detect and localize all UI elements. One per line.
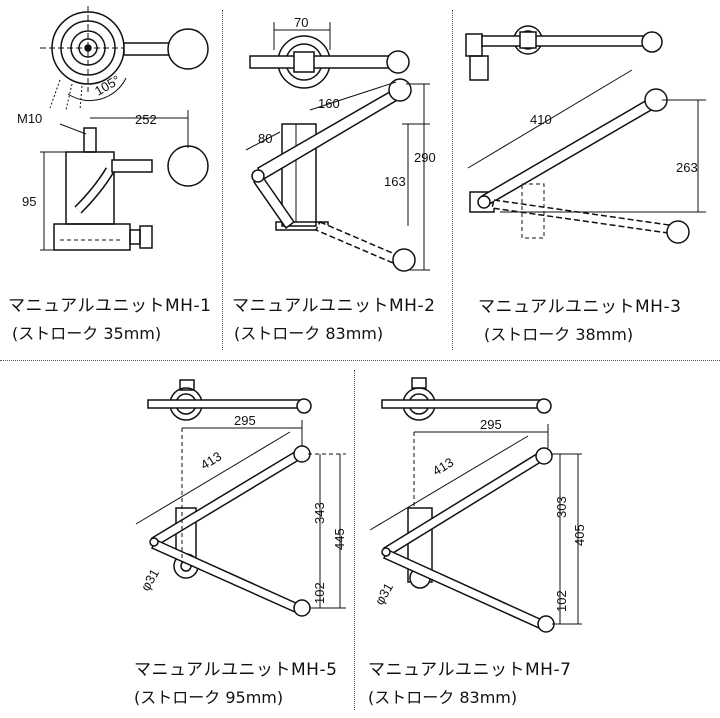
mh5-diameter-label: φ31 [138,566,162,593]
mh7-diameter-label: φ31 [372,580,396,607]
mh1-width-label: 252 [135,112,157,127]
mh5-title: マニュアルユニットMH-5 [134,660,338,680]
mh5-stroke: (ストローク 95mm) [134,688,284,707]
mh5-upper-height-label: 343 [312,502,327,524]
mh5-lower-height-label: 102 [312,582,327,604]
mh3-height-label: 263 [676,160,698,175]
mh7-width-label: 295 [480,417,502,432]
mh7-total-height-label: 405 [572,524,587,546]
mh2-arm-label: 160 [318,96,340,111]
vertical-separator-1 [222,10,223,350]
mh7-drawing [369,377,582,633]
mh5-arm-label: 413 [198,449,224,473]
mh2-drawing [245,22,430,272]
mh2-low-height-label: 163 [384,174,406,189]
mh1-height-label: 95 [22,194,36,209]
mh1-angle-label: 105° [92,72,123,98]
mh2-short-label: 80 [258,131,272,146]
mh5-total-height-label: 445 [332,528,347,550]
mh2-stroke: (ストローク 83mm) [234,324,384,343]
mh5-width-label: 295 [234,413,256,428]
mh5-drawing [135,379,346,617]
mh1-thread-label: M10 [17,111,42,126]
mh1-stroke: (ストローク 35mm) [12,324,162,343]
mh2-title: マニュアルユニットMH-2 [232,296,436,316]
mh1-title: マニュアルユニットMH-1 [8,296,212,316]
mh2-total-height-label: 290 [414,150,436,165]
mh3-drawing [465,25,706,244]
mh2-top-label: 70 [294,15,308,30]
mh3-arm-label: 410 [530,112,552,127]
mh7-title: マニュアルユニットMH-7 [368,660,572,680]
vertical-separator-2 [452,10,453,350]
vertical-separator-3 [354,370,355,710]
mh7-upper-height-label: 303 [554,496,569,518]
mh3-title: マニュアルユニットMH-3 [478,297,682,317]
mh7-arm-label: 413 [430,455,456,479]
mh1-drawing [40,6,209,251]
mh3-stroke: (ストローク 38mm) [484,325,634,344]
horizontal-separator [0,360,720,361]
mh7-lower-height-label: 102 [554,590,569,612]
mh7-stroke: (ストローク 83mm) [368,688,518,707]
